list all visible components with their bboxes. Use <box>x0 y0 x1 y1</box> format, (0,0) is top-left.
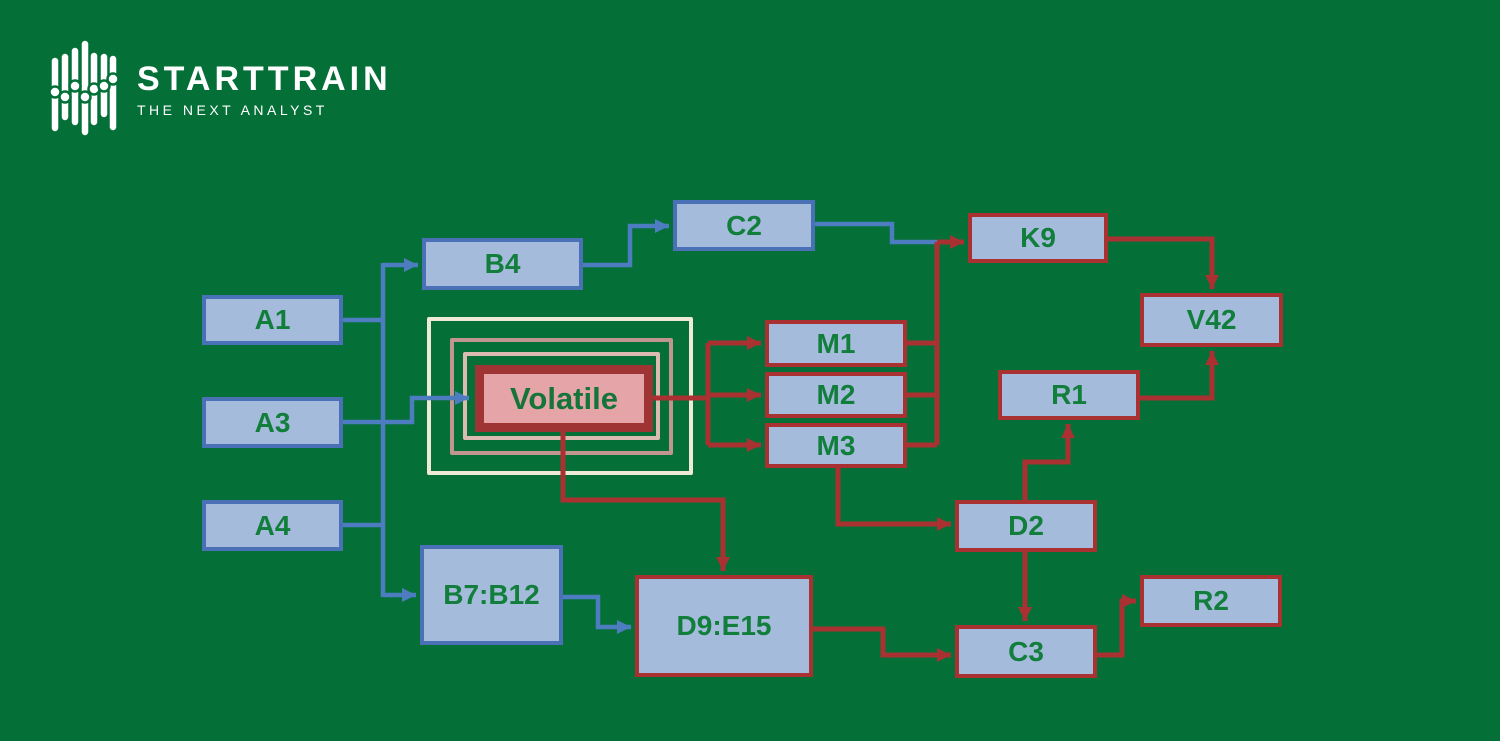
node-v42: V42 <box>1140 293 1283 347</box>
soundwave-icon <box>48 40 120 136</box>
node-d9e15: D9:E15 <box>635 575 813 677</box>
edge-b7b12-d9e15 <box>563 594 631 634</box>
edge-m3-d2 <box>835 468 951 531</box>
node-m2: M2 <box>765 372 907 418</box>
node-a3: A3 <box>202 397 343 448</box>
node-b4: B4 <box>422 238 583 290</box>
node-c3: C3 <box>955 625 1097 678</box>
brand-tagline: THE NEXT ANALYST <box>137 102 328 118</box>
node-a1: A1 <box>202 295 343 345</box>
brand-logo: STARTTRAIN THE NEXT ANALYST <box>45 36 392 136</box>
edge-b4-c2 <box>583 219 669 268</box>
node-b7b12: B7:B12 <box>420 545 563 645</box>
edge-r1-v42 <box>1140 351 1219 401</box>
brand-name: STARTTRAIN <box>137 60 392 98</box>
node-c2: C2 <box>673 200 815 251</box>
edge-m-stubs <box>907 340 937 448</box>
edge-d9e15-c3 <box>813 626 951 662</box>
node-a4: A4 <box>202 500 343 551</box>
node-volatile: Volatile <box>475 365 653 432</box>
node-r2: R2 <box>1140 575 1282 627</box>
edge-d2-r1 <box>1022 424 1075 500</box>
edge-c3-r2 <box>1097 594 1136 658</box>
node-k9: K9 <box>968 213 1108 263</box>
node-r1: R1 <box>998 370 1140 420</box>
node-m3: M3 <box>765 423 907 468</box>
node-d2: D2 <box>955 500 1097 552</box>
edge-k9-v42 <box>1108 236 1219 289</box>
node-m1: M1 <box>765 320 907 367</box>
edge-c2-junction <box>815 221 937 245</box>
